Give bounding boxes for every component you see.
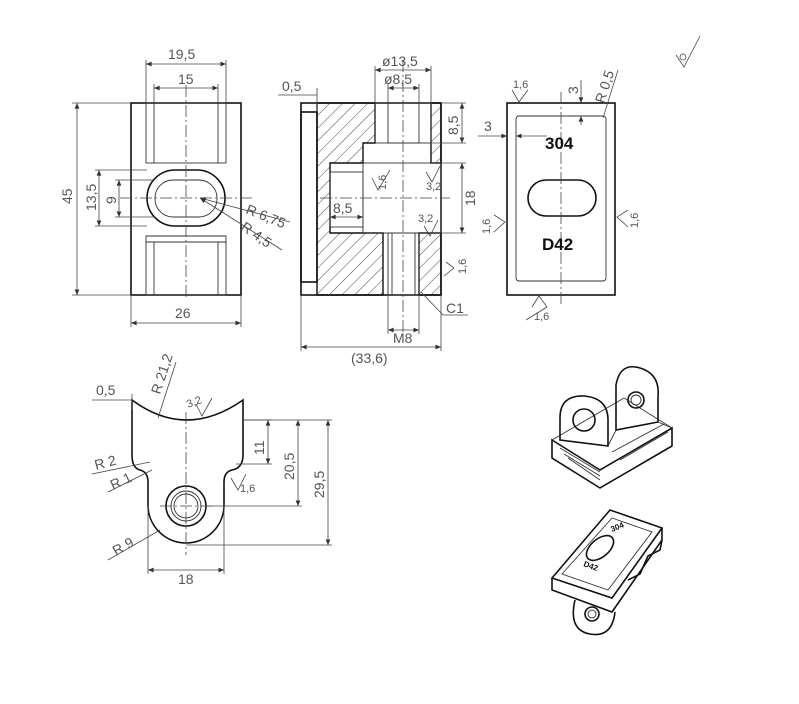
bottom-dim-r2: R 2 xyxy=(93,452,118,473)
roughness-b: 3,2 xyxy=(426,181,441,193)
section-view: 0,5 ø13,5 ø8,5 8,5 8,5 18 1,6 3,2 3,2 1,… xyxy=(278,53,478,366)
bottom-dim-29-5: 29,5 xyxy=(311,471,327,498)
side-label-top: 304 xyxy=(545,134,574,153)
general-roughness-icon xyxy=(675,35,701,68)
dim-bore-inner: ø8,5 xyxy=(384,71,412,87)
dim-top-inner: 15 xyxy=(178,71,194,87)
bottom-dim-11: 11 xyxy=(251,440,267,455)
side-dim-offset-top: 3 xyxy=(565,86,581,94)
dim-total-width: (33,6) xyxy=(351,350,388,366)
bottom-roughness-top: 3,2 xyxy=(185,394,203,411)
iso-view-upper xyxy=(551,366,673,489)
dim-base: 26 xyxy=(175,305,191,321)
side-roughness-top: 1,6 xyxy=(513,79,528,91)
dim-top-outer: 19,5 xyxy=(168,46,195,62)
side-dim-corner-radius: R 0,5 xyxy=(592,68,618,105)
bottom-dim-18: 18 xyxy=(178,571,194,587)
dim-section-slot-height: 18 xyxy=(462,190,478,206)
side-view: 304 D42 1,6 3 R 0,5 3 1,6 1,6 1,6 xyxy=(478,68,641,323)
dim-bore-outer: ø13,5 xyxy=(382,53,418,69)
bottom-dim-r9: R 9 xyxy=(110,534,137,559)
dim-counterbore-depth: 8,5 xyxy=(445,115,461,135)
dim-height: 45 xyxy=(59,188,75,204)
dim-slot-height: 13,5 xyxy=(83,184,99,211)
dim-thread: M8 xyxy=(393,330,413,346)
bottom-roughness-side: 1,6 xyxy=(240,483,255,495)
side-roughness-right: 1,6 xyxy=(629,213,641,228)
dim-section-wall: 0,5 xyxy=(282,78,302,94)
roughness-a: 1,6 xyxy=(377,175,389,190)
iso-view-lower: 304 D42 xyxy=(550,509,664,636)
dim-slot-width: 9 xyxy=(103,196,119,204)
front-view: 19,5 15 45 13,5 9 R 6,75 R 4,5 26 xyxy=(59,46,291,327)
bottom-dim-wall: 0,5 xyxy=(96,382,116,398)
bottom-dim-20-5: 20,5 xyxy=(281,453,297,480)
dim-chamfer: C1 xyxy=(446,300,464,316)
bottom-view: 0,5 R 21,2 3,2 R 2 R 1 11 20,5 29,5 1,6 … xyxy=(91,352,332,587)
dim-slot-depth: 8,5 xyxy=(333,200,353,216)
roughness-c: 3,2 xyxy=(418,213,433,225)
side-roughness-bottom: 1,6 xyxy=(534,311,549,323)
bottom-dim-r1: R 1 xyxy=(108,469,135,493)
side-label-bottom: D42 xyxy=(542,235,573,254)
side-dim-offset-left: 3 xyxy=(484,118,492,134)
iso-label-bottom: D42 xyxy=(582,559,599,573)
bottom-dim-arc-radius: R 21,2 xyxy=(148,352,176,396)
roughness-d: 1,6 xyxy=(457,259,469,274)
side-roughness-left: 1,6 xyxy=(481,219,493,234)
